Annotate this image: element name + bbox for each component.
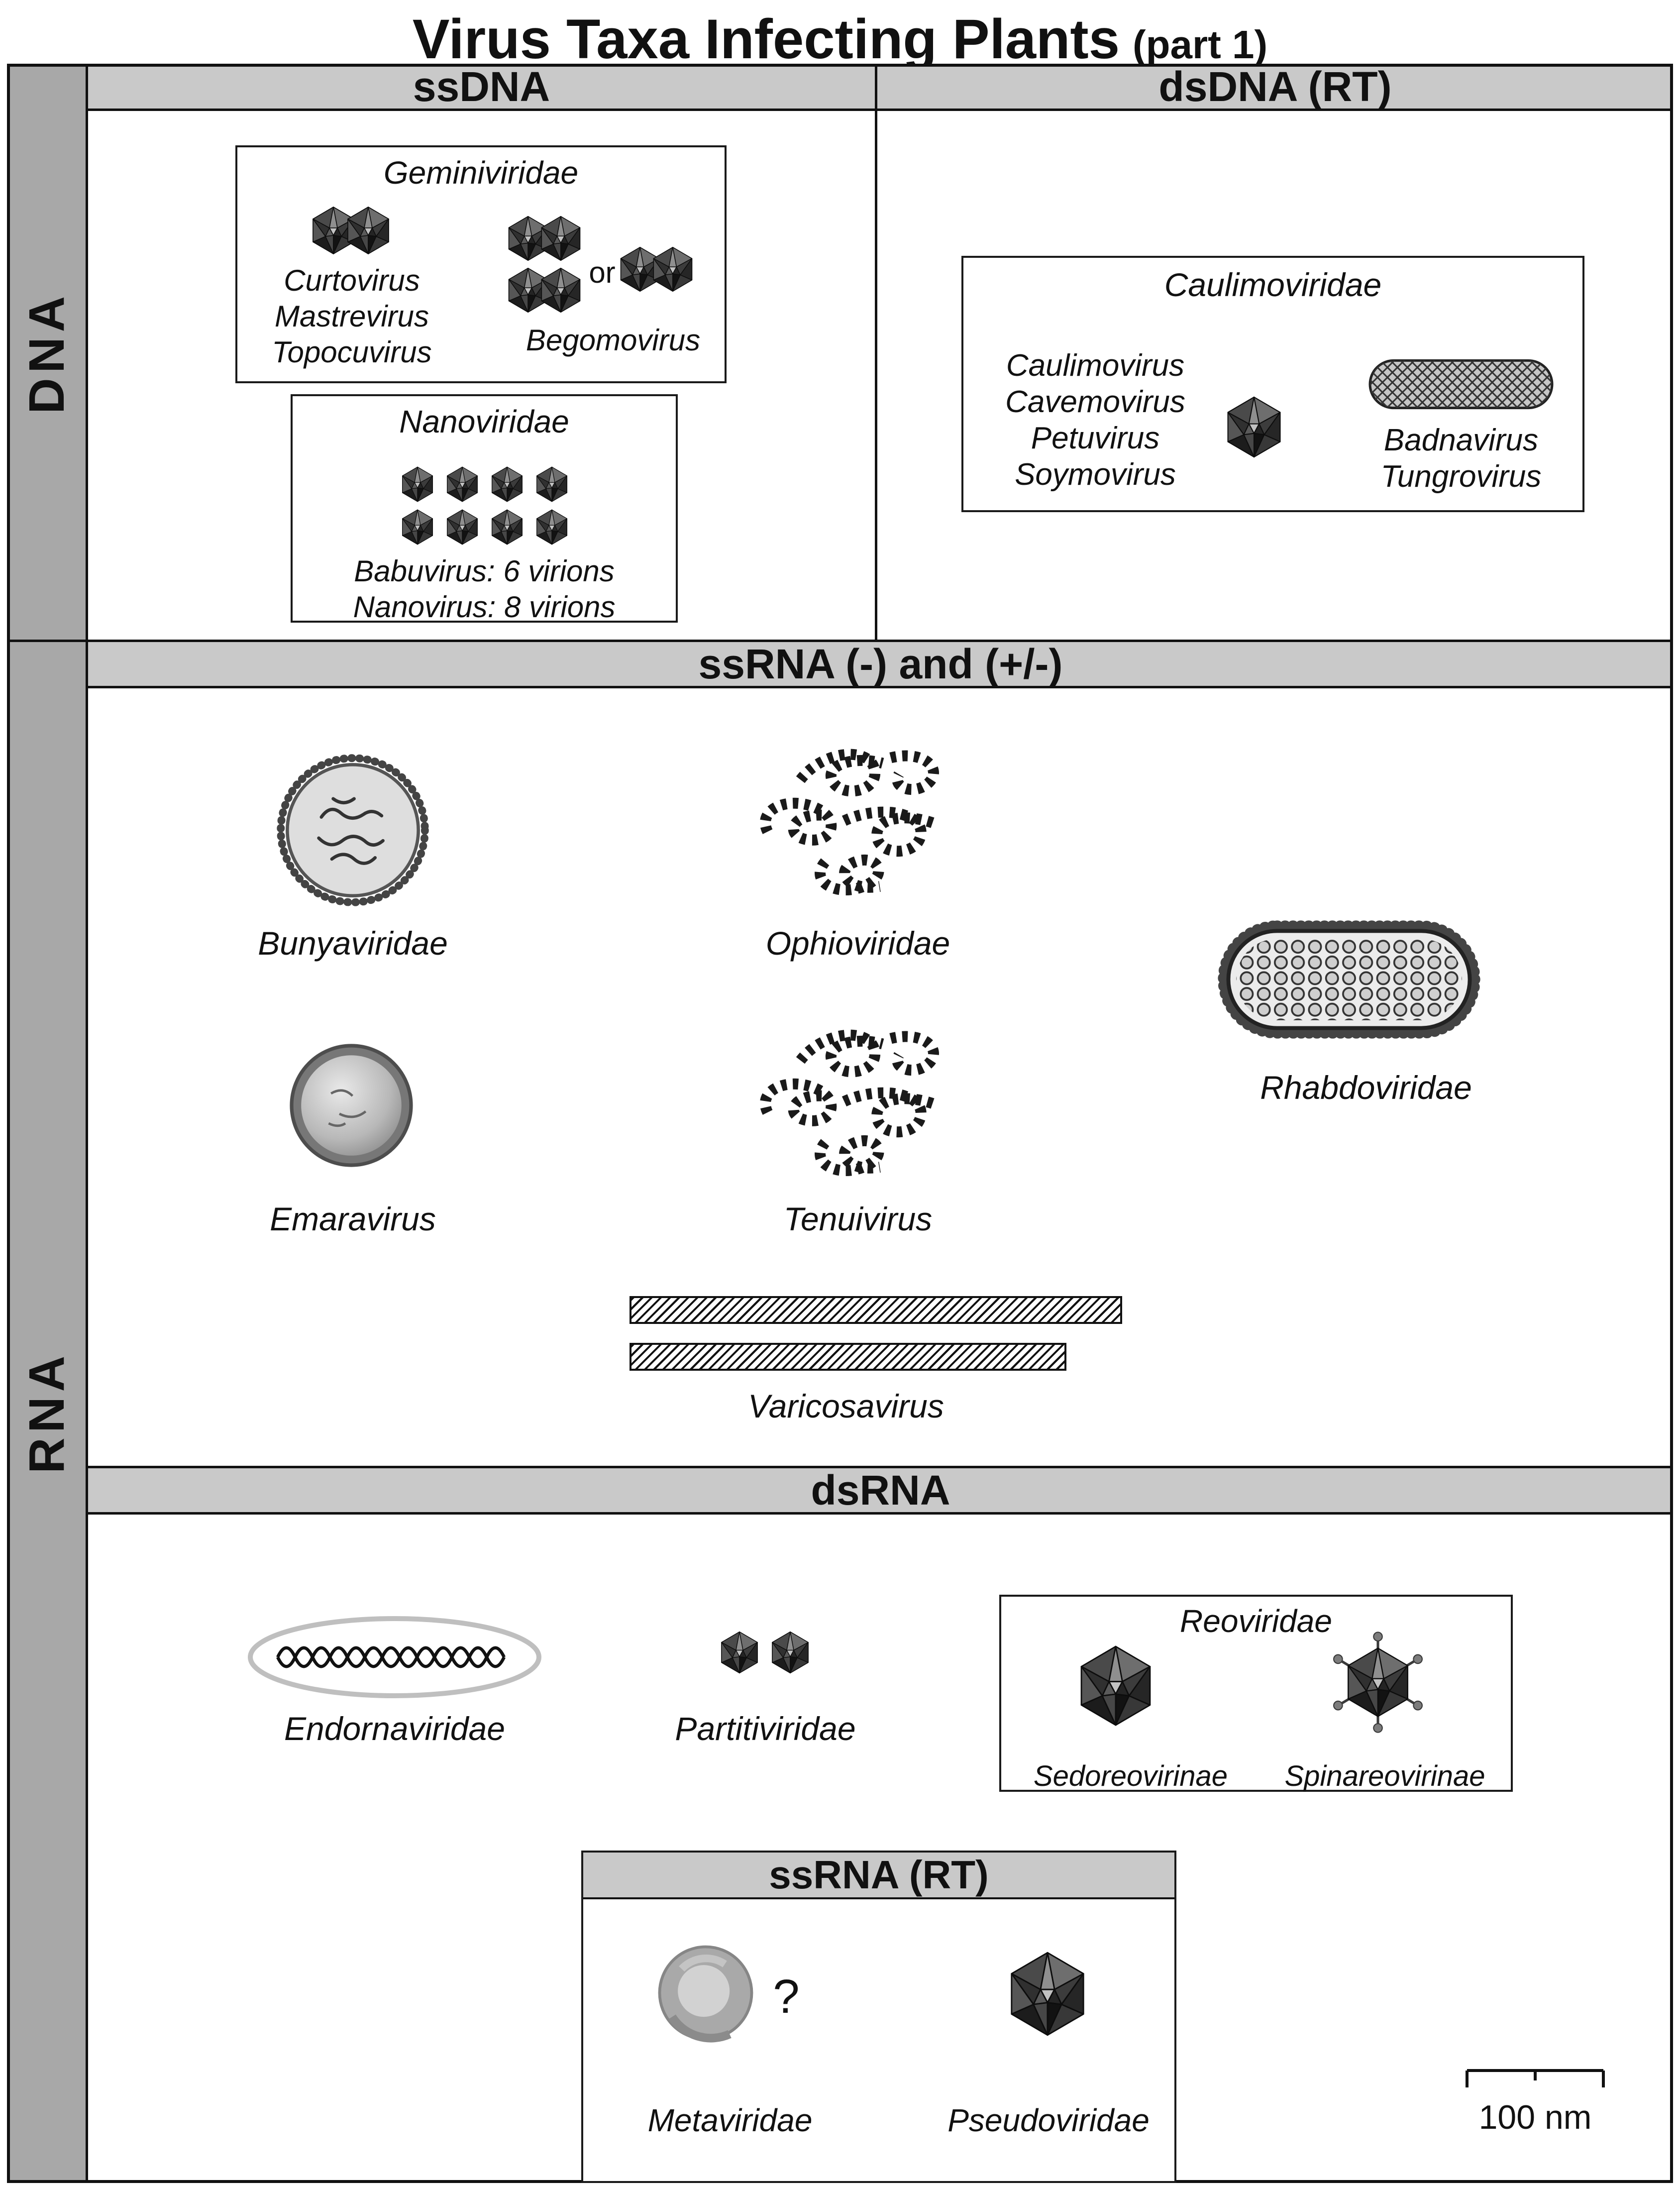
caulimoviridae-genera-left: Caulimovirus Cavemovirus Petuvirus Soymo…	[1005, 348, 1185, 492]
reoviridae-box: Reoviridae Sedoreovirinae Spinareovirina…	[999, 1595, 1513, 1792]
scale-bar-label: 100 nm	[1478, 2098, 1592, 2136]
spinareovirinae-virion-icon	[1327, 1632, 1429, 1733]
geminiviridae-or-label: or	[589, 256, 616, 289]
figure-title-row: Virus Taxa Infecting Plants (part 1)	[0, 7, 1680, 71]
nanovirus-virion-icon	[402, 466, 433, 502]
divider-dna-header-bottom	[88, 109, 1673, 111]
varicosavirus-rod-icon	[630, 1296, 1122, 1324]
divider-ssdna-dsdna	[875, 64, 877, 641]
sedoreovirinae-label: Sedoreovirinae	[1033, 1760, 1228, 1792]
rna-row-label: RNA	[18, 1350, 75, 1474]
bunyaviridae-label: Bunyaviridae	[258, 925, 448, 962]
emaravirus-label: Emaravirus	[270, 1201, 436, 1237]
ssrna-rt-header: ssRNA (RT)	[583, 1853, 1174, 1899]
divider-sidebar	[86, 64, 88, 2183]
partitiviridae-virion-icon	[772, 1631, 809, 1674]
dsrna-header: dsRNA	[811, 1466, 950, 1514]
partitiviridae-virion-icon	[721, 1631, 758, 1674]
spinareovirinae-label: Spinareovirinae	[1284, 1760, 1485, 1792]
geminiviridae-genera-left: Curtovirus Mastrevirus Topocuvirus	[272, 264, 432, 369]
nanovirus-virion-icon	[492, 509, 523, 545]
metaviridae-uncertainty-mark: ?	[773, 1970, 800, 2023]
figure-title-part: (part 1)	[1133, 22, 1268, 67]
ssrna-rt-box: ssRNA (RT) ? Metaviridae Pseudoviridae	[581, 1851, 1176, 2183]
emaravirus-virion-icon	[286, 1040, 417, 1171]
endornaviridae-icon	[245, 1614, 544, 1701]
partitiviridae-label: Partitiviridae	[675, 1710, 856, 1747]
dna-row-cell: DNA	[7, 64, 87, 641]
nanovirus-virion-icon	[492, 466, 523, 502]
geminate-particle-icon	[505, 267, 584, 314]
sedoreovirinae-virion-icon	[1080, 1645, 1151, 1726]
rhabdoviridae-virion-icon	[1205, 907, 1493, 1052]
ssrna-header: ssRNA (-) and (+/-)	[698, 640, 1063, 687]
badnavirus-bacilliform-icon	[1367, 357, 1555, 411]
dsdna-header: dsDNA (RT)	[1158, 63, 1392, 110]
begomovirus-label: Begomovirus	[525, 324, 701, 357]
nanovirus-virion-icon	[447, 466, 478, 502]
divider-dsrna-band-top	[88, 1466, 1673, 1468]
dna-row-label: DNA	[18, 291, 75, 414]
tenuivirus-filament-icon	[748, 1025, 967, 1189]
nanovirus-virion-icon	[536, 466, 567, 502]
caulimoviridae-title: Caulimoviridae	[1164, 266, 1382, 303]
nanovirus-virion-icon	[402, 509, 433, 545]
ssdna-header: ssDNA	[413, 63, 550, 110]
figure-title: Virus Taxa Infecting Plants	[412, 8, 1120, 70]
rna-row-cell: RNA	[7, 641, 87, 2183]
rhabdoviridae-label: Rhabdoviridae	[1260, 1069, 1472, 1106]
caulimoviridae-box: Caulimoviridae Caulimovirus Cavemovirus …	[961, 256, 1584, 512]
metaviridae-label: Metaviridae	[647, 2102, 813, 2138]
divider-dsrna-band-bottom	[88, 1512, 1673, 1515]
geminiviridae-box: Geminiviridae Curtovirus Mastrevirus Top…	[235, 145, 727, 383]
geminate-particle-icon	[617, 246, 696, 293]
caulimoviridae-genera-right: Badnavirus Tungrovirus	[1380, 423, 1542, 494]
divider-ssrna-band-bottom	[88, 686, 1673, 688]
dna-header-band	[88, 64, 1673, 110]
varicosavirus-label: Varicosavirus	[748, 1388, 944, 1424]
ophioviridae-label: Ophioviridae	[765, 925, 950, 962]
nanoviridae-box: Nanoviridae Babuvirus: 6 virions Nanovir…	[291, 394, 678, 624]
endornaviridae-label: Endornaviridae	[284, 1710, 505, 1747]
nanoviridae-title: Nanoviridae	[399, 404, 569, 439]
pseudoviridae-label: Pseudoviridae	[947, 2102, 1150, 2138]
tenuivirus-label: Tenuivirus	[783, 1201, 933, 1237]
caulimovirus-virion-icon	[1227, 396, 1281, 458]
nanovirus-virion-grid	[399, 466, 570, 546]
metaviridae-virion-icon	[653, 1940, 758, 2046]
scale-bar-icon	[1463, 2066, 1607, 2091]
varicosavirus-rod-icon	[630, 1343, 1066, 1371]
ophioviridae-filament-icon	[748, 744, 967, 908]
partitiviridae-virion-pair	[718, 1631, 812, 1674]
geminiviridae-title: Geminiviridae	[383, 155, 579, 191]
geminate-particle-icon	[505, 215, 584, 262]
pseudoviridae-virion-icon	[1011, 1952, 1084, 2036]
divider-dna-rna	[7, 640, 1673, 642]
dsrna-header-band	[88, 1467, 1673, 1514]
bunyaviridae-virion-icon	[274, 752, 431, 909]
reoviridae-title: Reoviridae	[1180, 1603, 1332, 1639]
nanovirus-virion-icon	[536, 509, 567, 545]
nanoviridae-caption: Babuvirus: 6 virions Nanovirus: 8 virion…	[353, 554, 616, 624]
nanovirus-virion-icon	[447, 509, 478, 545]
geminate-particle-icon	[309, 206, 393, 255]
ssrna-header-band	[88, 641, 1673, 688]
